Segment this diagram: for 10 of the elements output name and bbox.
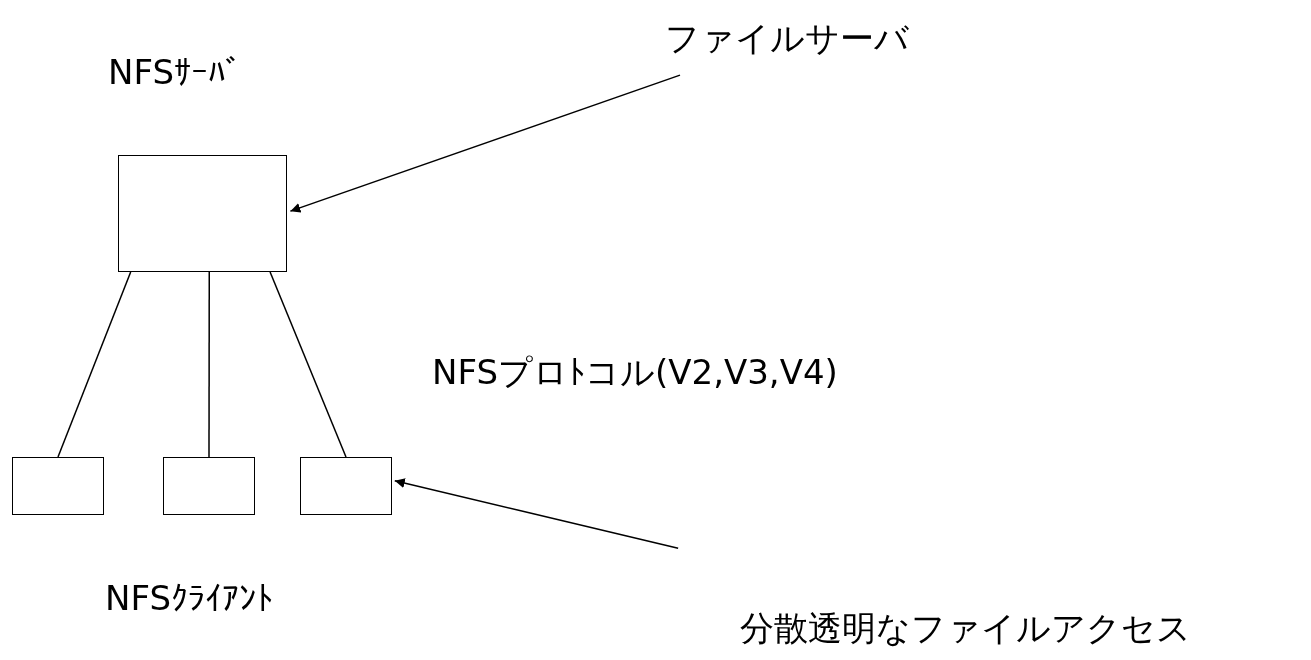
server-heading: NFSｻｰﾊﾞ: [108, 52, 242, 93]
client-label: NFSｸﾗｲｱﾝﾄ: [105, 578, 273, 619]
connector-line: [269, 271, 347, 458]
protocol-label: NFSプロﾄコル(V2,V3,V4): [432, 352, 838, 393]
connector-line: [208, 271, 210, 458]
connector-line: [57, 271, 132, 458]
arrow: [394, 478, 679, 549]
callout-text: ファイルサーバ: [665, 18, 909, 58]
callout-text: 分散透明なファイルアクセス: [740, 608, 1191, 648]
arrow: [289, 74, 681, 213]
